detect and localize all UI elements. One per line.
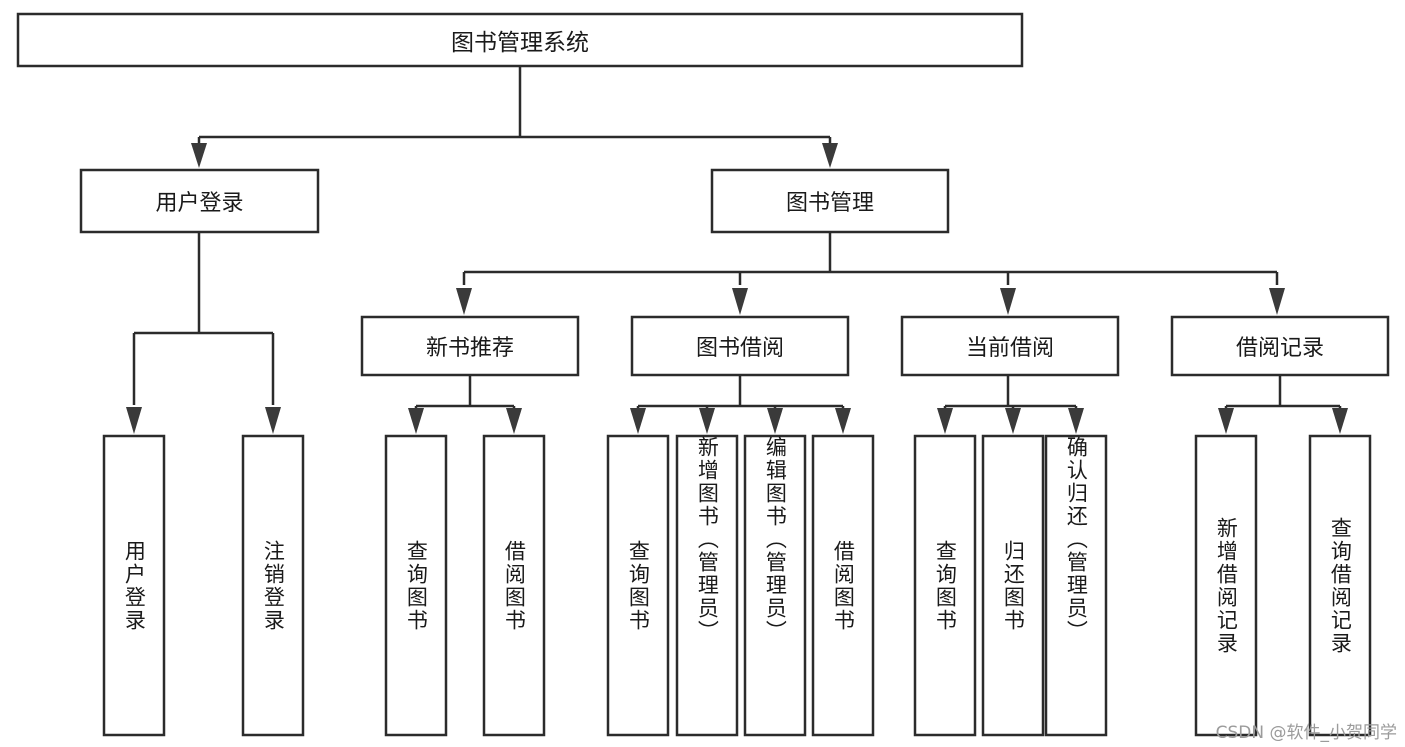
connector-group-current-borrow [937, 375, 1084, 434]
arrow-head-icon [630, 408, 646, 434]
node-root[interactable] [16, 12, 1024, 68]
node-book-management[interactable] [710, 168, 950, 234]
arrow-head-icon [506, 408, 522, 434]
arrow-head-icon [822, 143, 838, 168]
arrow-head-icon [1269, 288, 1285, 315]
arrow-head-icon [835, 408, 851, 434]
arrow-head-icon [937, 408, 953, 434]
connector-group-borrow-record [1218, 375, 1348, 434]
leaf-add-borrow-record[interactable] [1194, 434, 1258, 737]
arrow-head-icon [767, 408, 783, 434]
arrow-head-icon [1332, 408, 1348, 434]
arrow-head-icon [699, 408, 715, 434]
arrow-head-icon [126, 407, 142, 434]
connector-group-root [191, 66, 838, 168]
arrow-head-icon [191, 143, 207, 168]
leaf-borrow-book-2[interactable] [811, 434, 875, 737]
arrow-head-icon [1068, 408, 1084, 434]
arrow-head-icon [408, 408, 424, 434]
node-book-borrow[interactable] [630, 315, 850, 377]
connector-group-new-book [408, 375, 522, 434]
arrow-head-icon [1005, 408, 1021, 434]
arrow-head-icon [1000, 288, 1016, 315]
arrow-head-icon [1218, 408, 1234, 434]
node-new-book-recommend[interactable] [360, 315, 580, 377]
leaf-confirm-return-admin[interactable] [1044, 434, 1108, 737]
leaf-query-book-2[interactable] [606, 434, 670, 737]
leaf-user-login[interactable] [102, 434, 166, 737]
connector-group-user-login [126, 232, 281, 434]
leaf-return-book[interactable] [981, 434, 1045, 737]
leaf-query-book-3[interactable] [913, 434, 977, 737]
connector-group-book-borrow [630, 375, 851, 434]
node-user-login[interactable] [79, 168, 320, 234]
node-current-borrow[interactable] [900, 315, 1120, 377]
arrow-head-icon [456, 288, 472, 315]
leaf-edit-book-admin[interactable] [743, 434, 807, 737]
node-borrow-record[interactable] [1170, 315, 1390, 377]
leaf-query-borrow-record[interactable] [1308, 434, 1372, 737]
arrow-head-icon [732, 288, 748, 315]
leaf-borrow-book-1[interactable] [482, 434, 546, 737]
leaf-logout[interactable] [241, 434, 305, 737]
leaf-add-book-admin[interactable] [675, 434, 739, 737]
arrow-head-icon [265, 407, 281, 434]
connector-group-book-mgmt [456, 232, 1285, 315]
leaf-query-book-1[interactable] [384, 434, 448, 737]
